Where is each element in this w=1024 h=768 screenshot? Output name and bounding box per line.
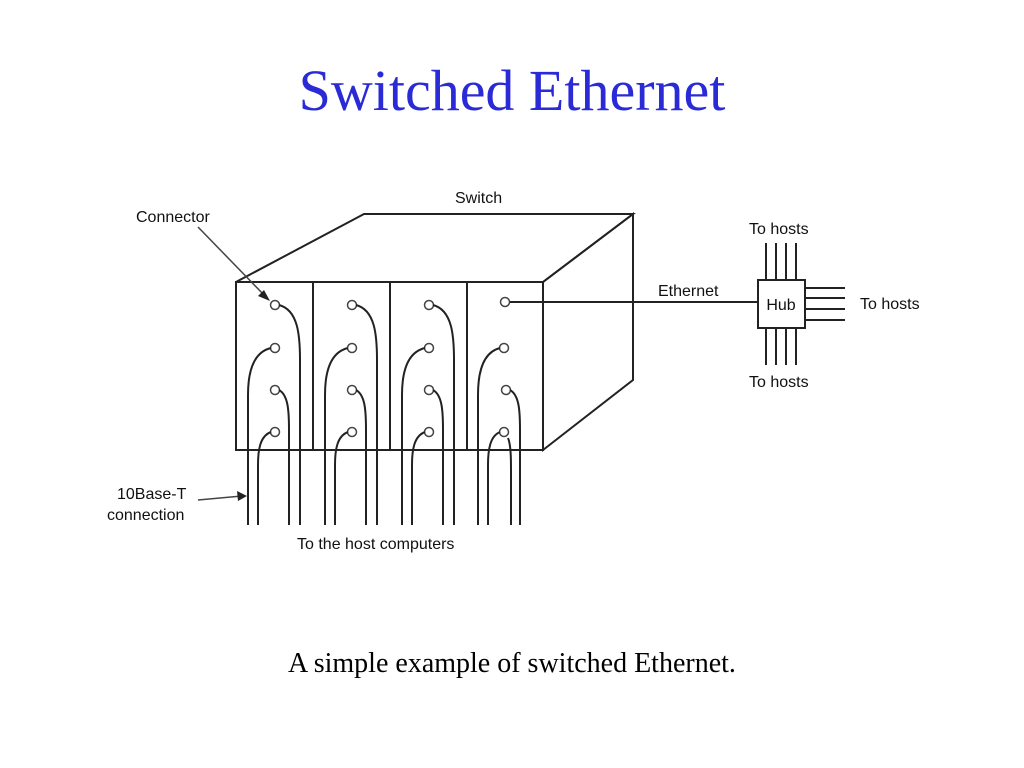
switch-top-face xyxy=(235,213,636,283)
hub: Hub xyxy=(757,243,845,365)
switch-label: Switch xyxy=(455,190,502,207)
cable xyxy=(355,304,378,525)
connector-arrow xyxy=(197,226,267,298)
cable xyxy=(278,389,290,525)
cable xyxy=(278,304,301,525)
cable xyxy=(507,437,512,525)
switch-card-2 xyxy=(324,299,378,525)
cable xyxy=(355,389,367,525)
ethernet-label: Ethernet xyxy=(658,283,719,300)
connector-arrowhead xyxy=(258,290,270,301)
cable xyxy=(401,347,426,525)
cable xyxy=(324,347,349,525)
cable xyxy=(257,431,272,525)
cable xyxy=(487,431,501,525)
connector-label: Connector xyxy=(136,209,210,226)
cable xyxy=(432,389,444,525)
hub-box xyxy=(757,279,806,329)
slide-caption: A simple example of switched Ethernet. xyxy=(288,648,736,679)
connector-port xyxy=(498,426,510,438)
connector-port xyxy=(269,299,281,311)
switch-card-1 xyxy=(247,299,301,525)
connector-port xyxy=(500,384,512,396)
connector-port xyxy=(269,384,281,396)
connector-port xyxy=(346,299,358,311)
slide-title: Switched Ethernet xyxy=(298,58,726,123)
connector-port xyxy=(423,384,435,396)
cable xyxy=(477,347,501,525)
cable xyxy=(432,304,455,525)
to-hosts-bottom-label: To hosts xyxy=(749,374,809,391)
host-computers-label: To the host computers xyxy=(297,536,454,553)
tenbase-arrow xyxy=(197,495,243,501)
to-hosts-right-label: To hosts xyxy=(860,296,920,313)
switch-side-face xyxy=(542,211,634,453)
connector-port xyxy=(498,342,510,354)
connector-port xyxy=(269,342,281,354)
cable xyxy=(411,431,426,525)
connector-port xyxy=(346,426,358,438)
switch-chassis xyxy=(235,211,636,453)
tenbase-label-line2: connection xyxy=(107,507,184,524)
connector-port xyxy=(499,296,511,308)
switch-card-3 xyxy=(401,299,455,525)
connector-port xyxy=(423,299,435,311)
connector-port xyxy=(423,426,435,438)
cable xyxy=(334,431,349,525)
cable xyxy=(509,389,521,525)
tenbase-arrowhead xyxy=(237,491,247,501)
to-hosts-top-label: To hosts xyxy=(749,221,809,238)
connector-port xyxy=(346,384,358,396)
switch-card-4 xyxy=(477,296,521,525)
connector-port xyxy=(346,342,358,354)
connector-port xyxy=(269,426,281,438)
cable xyxy=(247,347,272,525)
connector-port xyxy=(423,342,435,354)
tenbase-label-line1: 10Base-T xyxy=(117,486,187,503)
hub-label: Hub xyxy=(766,297,795,314)
